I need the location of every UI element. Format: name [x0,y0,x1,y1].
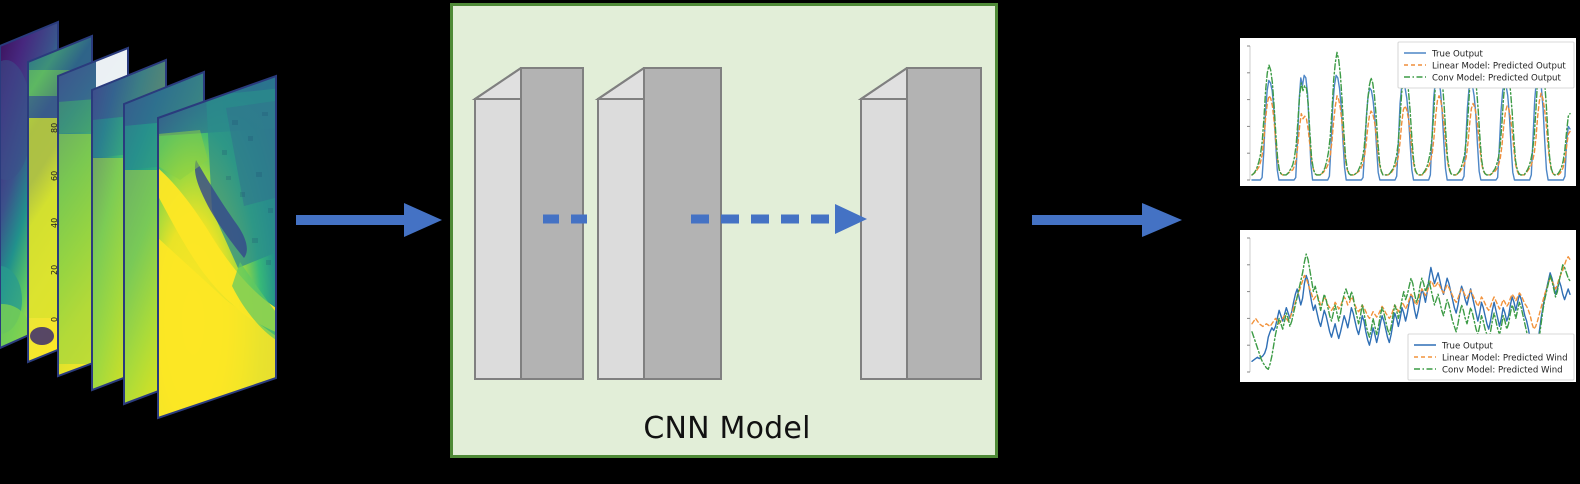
legend-label: Linear Model: Predicted Output [1432,61,1566,71]
axis-tick-0: 0 [50,317,59,322]
axis-tick-20: 20 [50,265,59,275]
conv-block-3 [857,67,982,380]
cnn-model-label: CNN Model [643,411,811,446]
legend-label: Linear Model: Predicted Wind [1442,353,1568,363]
conv-block-1 [471,67,584,380]
legend-label: Conv Model: Predicted Wind [1442,365,1563,375]
legend-box [1397,41,1575,89]
legend-label: True Output [1441,341,1493,351]
series-line [1251,256,1571,330]
axis-tick-80: 80 [50,123,59,133]
input-stack-svg: 80 60 40 20 0 [0,20,277,420]
axis-tick-40: 40 [50,218,59,228]
layer-connector-2 [691,204,867,234]
input-plate-6 [157,74,277,420]
arrow-input-to-model [296,196,444,244]
arrow-right-icon [1032,203,1182,237]
axis-tick-60: 60 [50,171,59,181]
arrow-model-to-output [1032,196,1184,244]
series-line [1251,92,1571,176]
chart-axis [1247,45,1251,181]
arrow-right-icon [296,203,442,237]
series-line [1251,253,1571,371]
series-line [1251,72,1571,181]
legend-label: Conv Model: Predicted Output [1432,73,1562,83]
input-image-stack: 80 60 40 20 0 [0,0,290,420]
cnn-model-panel: CNN Model [450,3,998,458]
conv-block-2 [594,67,722,380]
series-line [1251,51,1571,176]
chart-axis [1247,237,1251,373]
legend-label: True Output [1431,49,1483,59]
cnn-layer-blocks [471,67,982,380]
legend-box [1407,333,1575,381]
